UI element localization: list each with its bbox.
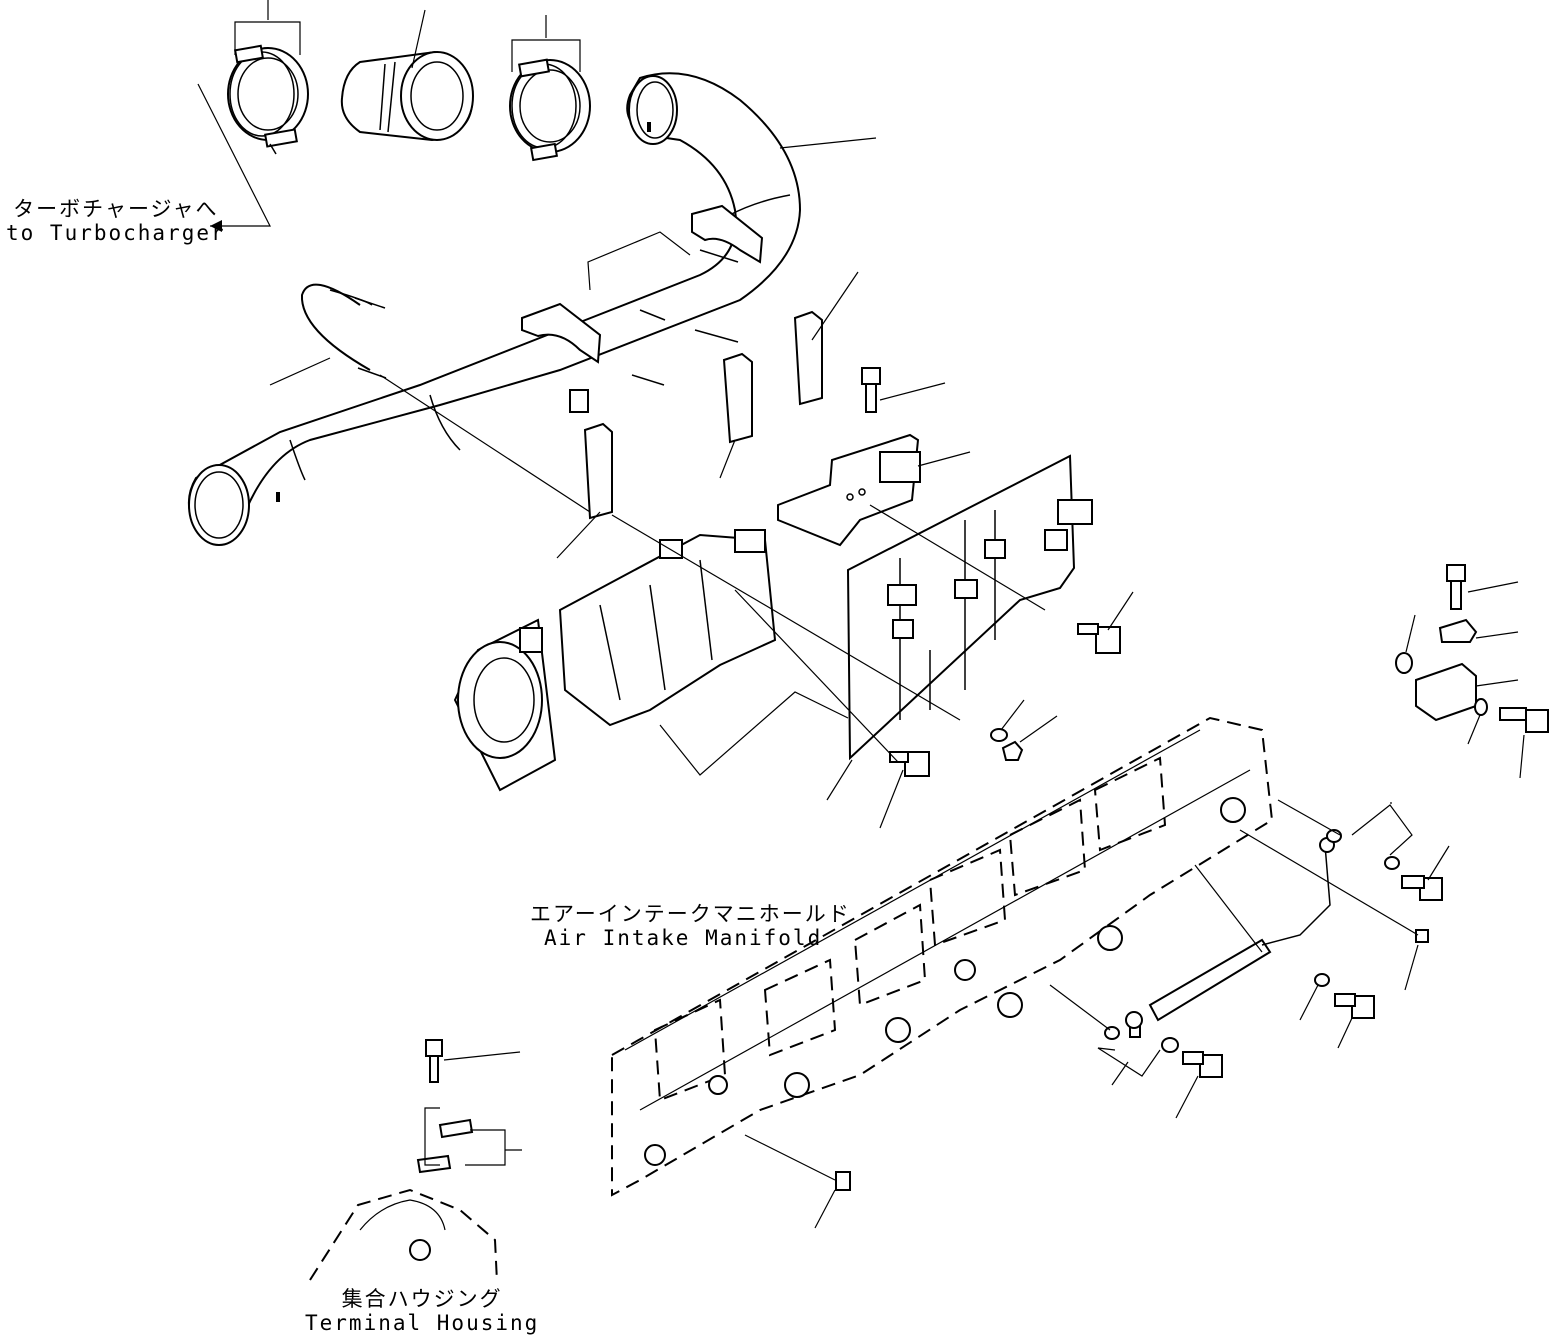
pipe-saddles	[521, 204, 823, 520]
bracket-bolt	[861, 367, 881, 413]
air-intake-pipe	[187, 72, 802, 546]
connector-hose	[340, 50, 474, 142]
label-terminal-housing: 集合ハウジング Terminal Housing	[305, 1287, 539, 1335]
cylinder-head-outline	[611, 716, 1274, 1197]
terminal-housing-outline	[309, 1039, 498, 1283]
label-air-intake-manifold: エアーインテークマニホールド Air Intake Manifold	[530, 902, 851, 950]
leader-lines	[197, 0, 1525, 1229]
u-bolt	[300, 283, 387, 379]
upper-bracket	[777, 433, 921, 547]
sensor-block	[1395, 564, 1549, 733]
label-terminal-housing-jp: 集合ハウジング	[341, 1287, 503, 1311]
mounting-plate	[846, 454, 1093, 761]
manifold-bolts-right	[835, 875, 1443, 1191]
label-air-intake-manifold-en: Air Intake Manifold	[544, 926, 823, 950]
hose-clamp-center	[509, 58, 591, 162]
label-air-intake-manifold-jp: エアーインテークマニホールド	[530, 902, 851, 926]
label-to-turbocharger-en: to Turbocharger	[6, 221, 226, 245]
plate-bolts	[889, 623, 1121, 777]
label-terminal-housing-en: Terminal Housing	[305, 1311, 540, 1335]
throttle-valve-assembly	[453, 529, 777, 792]
cylinder-ports	[653, 756, 1167, 1102]
label-to-turbocharger-jp: ターボチャージャへ	[13, 197, 219, 221]
label-to-turbocharger: ターボチャージャへ to Turbocharger	[6, 197, 226, 245]
hose-clamp-left	[227, 44, 309, 155]
